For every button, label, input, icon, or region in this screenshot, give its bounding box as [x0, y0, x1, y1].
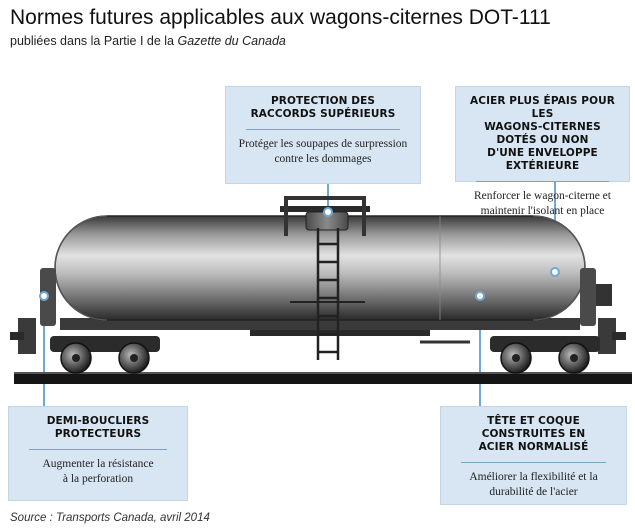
callout-divider [476, 181, 609, 182]
callout-heading: DEMI-BOUCLIERS PROTECTEURS [46, 415, 150, 440]
end-ladder-right [598, 318, 616, 354]
callout-body: durabilité de l'acier [489, 486, 578, 498]
rail-highlight [14, 372, 632, 374]
callout-heading: ACIER PLUS ÉPAIS POUR LES [470, 95, 615, 120]
callout-body: maintenir l'isolant en place [480, 205, 605, 217]
tank-body [54, 215, 586, 321]
page-title: Normes futures applicables aux wagons-ci… [10, 6, 551, 29]
center-sill [60, 318, 580, 330]
callout-divider [246, 129, 400, 130]
subtitle-publication: Gazette du Canada [177, 34, 286, 48]
target-point-shell [550, 267, 560, 277]
coupler-left [10, 332, 24, 340]
callout-head-shields: DEMI-BOUCLIERS PROTECTEURS Augmenter la … [8, 406, 188, 501]
callout-heading: WAGONS-CITERNES DOTÉS OU NON [484, 121, 601, 146]
callout-divider [461, 462, 606, 463]
ladder [316, 228, 340, 360]
callout-body: Renforcer le wagon-citerne et [474, 190, 611, 202]
handrail-left [284, 196, 288, 236]
callout-thicker-steel: ACIER PLUS ÉPAIS POUR LES WAGONS-CITERNE… [455, 86, 630, 217]
target-point-head-shield [39, 291, 49, 301]
callout-body: à la perforation [62, 473, 134, 485]
source-note: Source : Transports Canada, avril 2014 [10, 512, 210, 524]
subtitle-prefix: publiées dans la Partie I de la [10, 34, 178, 48]
callout-heading: RACCORDS SUPÉRIEURS [250, 108, 396, 120]
callout-top-fittings: PROTECTION DES RACCORDS SUPÉRIEURS Proté… [225, 86, 421, 184]
sill-detail [250, 330, 430, 336]
callout-heading: TÊTE ET COQUE CONSTRUITES EN [481, 415, 586, 440]
coupler-right [612, 332, 626, 340]
tank-head-left [54, 215, 108, 321]
page-subtitle: publiées dans la Partie I de la Gazette … [10, 34, 286, 48]
callout-heading: ACIER NORMALISÉ [478, 441, 589, 453]
callout-divider [29, 449, 167, 450]
callout-normalized-steel: TÊTE ET COQUE CONSTRUITES EN ACIER NORMA… [440, 406, 627, 505]
head-shield-right [580, 268, 596, 326]
target-point-steel [475, 291, 485, 301]
handrail-right [362, 196, 366, 236]
callout-body: Augmenter la résistance [42, 458, 154, 470]
callout-body: Améliorer la flexibilité et la [469, 471, 598, 483]
valve-point [323, 207, 333, 217]
callout-heading: D'UNE ENVELOPPE EXTÉRIEURE [487, 147, 598, 172]
rail [14, 372, 632, 384]
brake-wheel-right [596, 284, 612, 306]
handrail-top [284, 196, 366, 200]
callout-heading: PROTECTION DES [270, 95, 376, 107]
callout-body: contre les dommages [274, 153, 372, 165]
callout-body: Protéger les soupapes de surpression [238, 138, 408, 150]
end-ladder-left [18, 318, 36, 354]
